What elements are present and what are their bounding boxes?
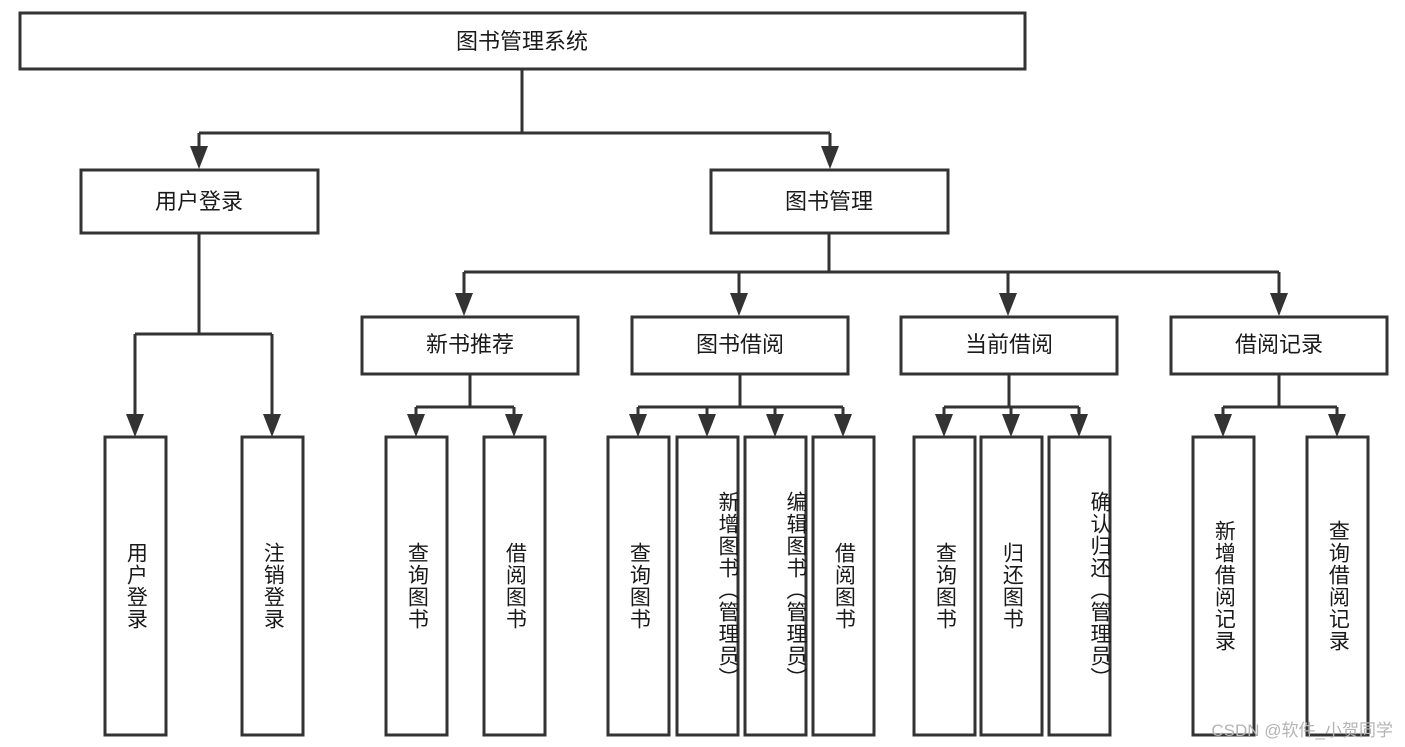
watermark-text: CSDN @软件_小贺同学 bbox=[1211, 721, 1393, 740]
node-leaf-return-book-box[interactable] bbox=[979, 435, 1044, 737]
node-current-borrow-label: 当前借阅 bbox=[965, 332, 1053, 357]
arrow-record-leaf-2 bbox=[1328, 414, 1346, 437]
node-leaf-query-book-cur-box[interactable] bbox=[912, 435, 977, 737]
node-leaf-add-record-box[interactable] bbox=[1191, 435, 1256, 737]
arrow-current-leaf-2 bbox=[1002, 414, 1020, 437]
node-current-borrow-box[interactable] bbox=[899, 315, 1119, 376]
node-leaf-borrow-book-rec-box[interactable] bbox=[482, 435, 547, 737]
arrow-borrow-leaf-2 bbox=[698, 414, 716, 437]
node-leaf-user-login-box[interactable] bbox=[103, 435, 168, 737]
arrow-root-to-bookmgmt bbox=[821, 146, 839, 169]
node-leaf-logout-box[interactable] bbox=[240, 435, 305, 737]
arrow-recommend-leaf-2 bbox=[505, 414, 523, 437]
node-book-borrow-box[interactable] bbox=[630, 315, 850, 376]
node-book-management-label: 图书管理 bbox=[785, 189, 873, 214]
node-borrow-record-box[interactable] bbox=[1169, 315, 1389, 376]
node-leaf-add-book-box[interactable] bbox=[675, 435, 740, 737]
arrow-bookmgmt-to-current bbox=[999, 293, 1017, 316]
arrow-recommend-leaf-1 bbox=[407, 414, 425, 437]
arrow-record-leaf-1 bbox=[1214, 414, 1232, 437]
node-root-label: 图书管理系统 bbox=[456, 29, 588, 54]
arrow-root-to-login bbox=[190, 146, 208, 169]
node-borrow-record-label: 借阅记录 bbox=[1235, 332, 1323, 357]
node-leaf-edit-book-box[interactable] bbox=[743, 435, 808, 737]
arrow-current-leaf-1 bbox=[935, 414, 953, 437]
node-root-box[interactable] bbox=[18, 11, 1027, 71]
node-book-borrow-label: 图书借阅 bbox=[696, 332, 784, 357]
arrow-bookmgmt-to-recommend bbox=[455, 293, 473, 316]
arrow-current-leaf-3 bbox=[1070, 414, 1088, 437]
arrow-login-leaf-2 bbox=[263, 414, 281, 437]
arrow-borrow-leaf-3 bbox=[766, 414, 784, 437]
arrow-bookmgmt-to-record bbox=[1270, 293, 1288, 316]
arrow-borrow-leaf-4 bbox=[834, 414, 852, 437]
node-book-management-box[interactable] bbox=[709, 168, 950, 235]
node-user-login-label: 用户登录 bbox=[155, 189, 243, 214]
arrow-borrow-leaf-1 bbox=[629, 414, 647, 437]
node-leaf-query-book-rec-box[interactable] bbox=[384, 435, 449, 737]
node-leaf-borrow-book-bor-box[interactable] bbox=[811, 435, 876, 737]
node-leaf-query-book-bor-box[interactable] bbox=[606, 435, 671, 737]
arrow-login-leaf-1 bbox=[126, 414, 144, 437]
node-leaf-query-record-box[interactable] bbox=[1305, 435, 1370, 737]
node-new-book-recommend-box[interactable] bbox=[360, 315, 580, 376]
arrow-bookmgmt-to-borrow bbox=[730, 293, 748, 316]
node-new-book-recommend-label: 新书推荐 bbox=[426, 332, 514, 357]
node-leaf-confirm-return-box[interactable] bbox=[1047, 435, 1112, 737]
